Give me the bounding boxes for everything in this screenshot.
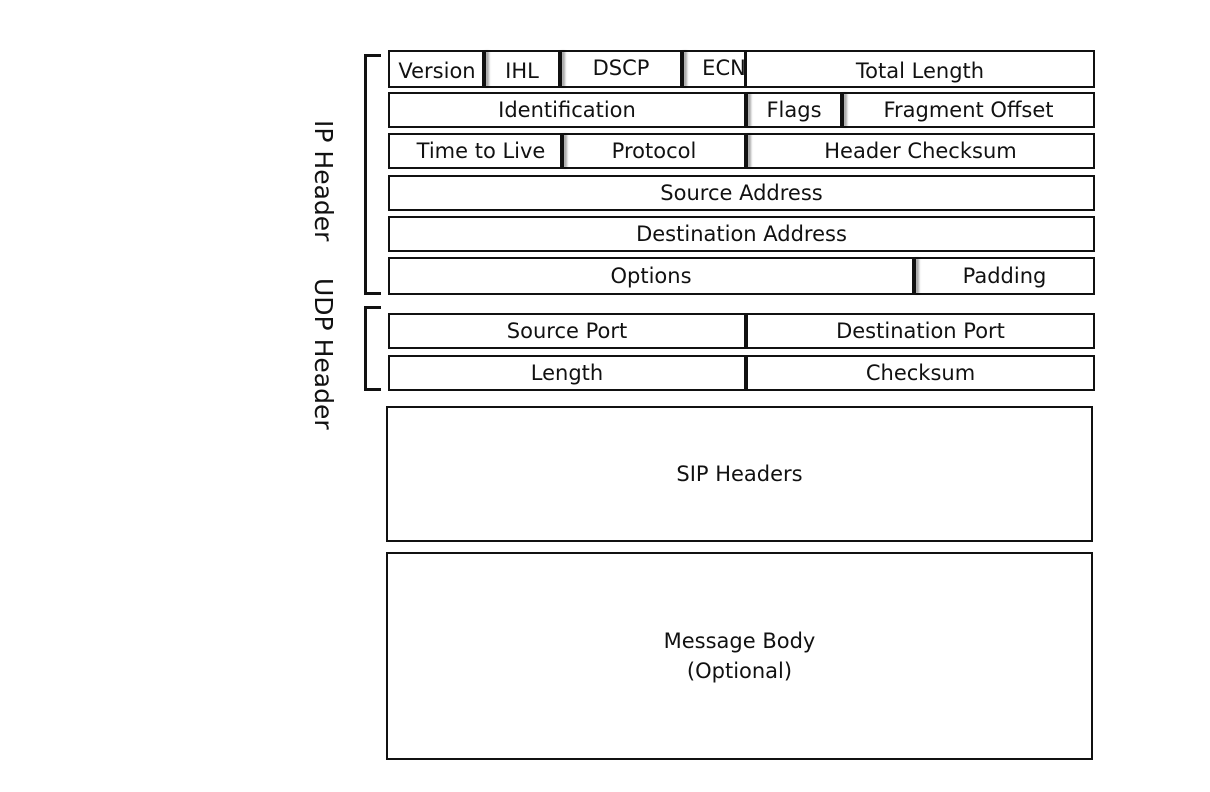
field-ecn: ECN [702, 56, 746, 80]
message-body-box: Message Body (Optional) [386, 552, 1093, 760]
field-total-length: Total Length [855, 59, 985, 83]
ip-row-1: Version IHL DSCP ECN Total Length [388, 50, 1095, 88]
field-divider [560, 134, 564, 168]
ip-row-4: Source Address [388, 175, 1095, 211]
field-flags: Flags [766, 98, 822, 122]
field-length: Length [530, 361, 604, 385]
field-header-checksum: Header Checksum [824, 139, 1017, 163]
ip-header-label: IP Header [309, 120, 338, 242]
field-divider [744, 51, 747, 87]
field-divider [840, 93, 844, 127]
ip-row-2: Identification Flags Fragment Offset [388, 92, 1095, 128]
field-options: Options [610, 264, 692, 288]
field-source-address: Source Address [660, 181, 823, 205]
field-fragment-offset: Fragment Offset [883, 98, 1054, 122]
udp-header-label: UDP Header [309, 278, 338, 430]
field-source-port: Source Port [506, 319, 628, 343]
field-divider [482, 51, 486, 87]
field-ihl: IHL [505, 59, 539, 83]
field-divider [744, 93, 748, 127]
udp-row-1: Source Port Destination Port [388, 313, 1095, 349]
field-destination-address: Destination Address [636, 222, 847, 246]
field-protocol: Protocol [611, 139, 697, 163]
message-body-optional-label: (Optional) [686, 659, 793, 683]
ip-row-3: Time to Live Protocol Header Checksum [388, 133, 1095, 169]
udp-header-bracket [364, 306, 381, 391]
ip-row-5: Destination Address [388, 216, 1095, 252]
field-checksum: Checksum [865, 361, 976, 385]
field-dscp: DSCP [592, 56, 650, 80]
field-divider [680, 51, 684, 87]
field-time-to-live: Time to Live [416, 139, 546, 163]
field-divider [744, 314, 748, 348]
field-padding: Padding [962, 264, 1047, 288]
field-destination-port: Destination Port [836, 319, 1005, 343]
ip-row-6: Options Padding [388, 257, 1095, 295]
udp-row-2: Length Checksum [388, 355, 1095, 391]
field-divider [558, 51, 562, 87]
sip-headers-label: SIP Headers [676, 462, 803, 486]
field-divider [744, 134, 748, 168]
field-identification: Identification [498, 98, 636, 122]
message-body-label: Message Body [663, 629, 816, 653]
ip-header-bracket [364, 54, 381, 295]
field-version: Version [398, 59, 476, 83]
field-divider [912, 258, 916, 294]
sip-headers-box: SIP Headers [386, 406, 1093, 542]
field-divider [744, 356, 748, 390]
